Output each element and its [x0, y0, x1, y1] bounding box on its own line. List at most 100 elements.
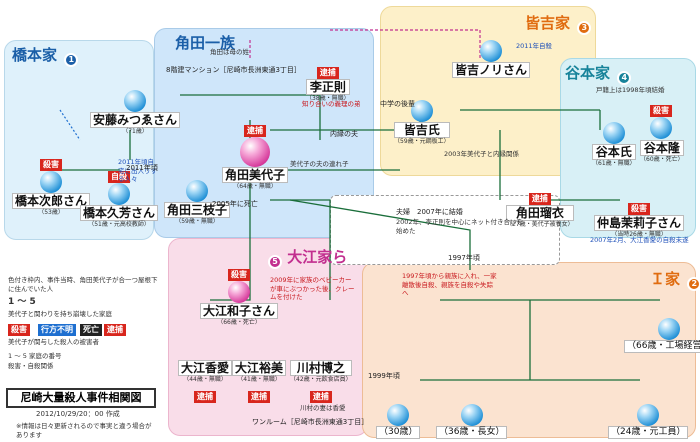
person-info: （当時26歳・無職） [611, 231, 667, 238]
tanimoto-note: 戸籍上は1998年頃結婚 [596, 86, 665, 94]
avatar [410, 100, 433, 122]
person-oe-kaai[interactable]: 大江香愛 （44歳・無職） 逮捕 [178, 360, 233, 403]
person-info: （60歳・死亡） [640, 156, 684, 163]
label-year-2005: 2005年に死亡 [212, 200, 258, 208]
person-hashimoto-hisayoshi[interactable]: 自殺 橋本久芳さん （51歳・元高校教師） [80, 164, 159, 229]
person-sumida-mieko[interactable]: 角田三枝子 （59歳・無職） [164, 180, 231, 226]
family-title-i: Ｉ家 2 [650, 268, 700, 291]
person-name: 大江裕美 [232, 360, 287, 376]
oe-note: 2009年に家族のベビーカーが車にぶつかった後、クレームを付けた [270, 276, 355, 301]
person-i-24[interactable]: （24歳・元工員） [608, 404, 689, 439]
person-name: 川村博之 [290, 360, 352, 376]
badge-taiho-kaai: 逮捕 [194, 391, 216, 403]
person-name: 仲島茉莉子さん [594, 215, 685, 231]
rinori-note: 知り合いの義理の弟 [302, 100, 361, 108]
person-nakashima-mariko[interactable]: 殺害 仲島茉莉子さん （当時26歳・無職） [594, 196, 685, 239]
person-info: （59歳・元鋼板工） [394, 138, 450, 145]
person-rinori[interactable]: 逮捕 李正則 （38歳・無職） [306, 60, 350, 103]
sumida-family-note: 角田は母の姓 [210, 48, 249, 56]
person-i-66[interactable]: （66歳・工場経営） [624, 318, 700, 353]
person-name: 谷本氏 [592, 144, 636, 160]
person-name: 皆吉氏 [394, 122, 450, 138]
legend-3: 美代子と関わりを持ち崩壊した家庭 [8, 310, 112, 318]
legend-1: 色付き枠内、事件当時、角田美代子が合一つ屋根下に住んでいた人 [8, 276, 158, 293]
sumida-note: 美代子の夫の連れ子 [290, 160, 349, 168]
legend-6: 1 ～ 5 家庭の番号 [8, 352, 62, 360]
person-minayoshi-nori[interactable]: 皆吉ノリさん [452, 40, 531, 78]
avatar [657, 318, 680, 340]
badge-taiho-kawamura: 逮捕 [309, 391, 332, 403]
person-tanimoto[interactable]: 谷本氏 （61歳・無職） [592, 122, 636, 168]
diagram-title: 尼崎大量殺人事件相関図 [20, 391, 142, 404]
badge-taiho-mizue: 逮捕 [528, 193, 551, 205]
avatar [228, 281, 251, 303]
badge-sakugai-jiro: 殺害 [40, 159, 63, 171]
person-info: （71歳） [122, 128, 148, 135]
family-title-oe: 5 大江家ら [268, 246, 347, 269]
avatar [602, 122, 625, 144]
line-miyoko-oe [210, 170, 251, 301]
avatar [124, 90, 147, 112]
title-box: 尼崎大量殺人事件相関図 [6, 388, 156, 408]
legend-badge-fumei: 行方不明 [38, 324, 76, 336]
nakashima-note: 2007年2月、大江香愛の自殺未遂 [590, 236, 689, 244]
family-title-sumida: 角田一族 [175, 34, 236, 52]
label-year-2007: 夫婦 2007年に結婚 [396, 208, 463, 216]
person-sumida-mizue[interactable]: 逮捕 角田瑠衣 （27歳・美代子被養女） [506, 186, 574, 229]
person-info: （41歳・無職） [237, 376, 281, 383]
label-one-room: ワンルーム［尼崎市長洲東通3丁目］ [252, 418, 369, 426]
person-miyoko[interactable]: 逮捕 角田美代子 （64歳・無職） [222, 118, 289, 191]
family-title-hashimoto: 橋本家 1 [12, 44, 79, 67]
person-info: （27歳・美代子被養女） [506, 221, 574, 228]
label-year-1997: 1997年頃 [448, 254, 480, 262]
avatar [480, 40, 503, 62]
hashimoto-note: 2011年頃自宅に出入りする人々 [118, 158, 157, 183]
line-dash-top [330, 29, 481, 60]
person-name: （30歳） [376, 426, 421, 439]
person-info: （44歳・無職） [183, 376, 227, 383]
person-name: 橋本久芳さん [80, 205, 159, 221]
person-name: 角田三枝子 [164, 202, 231, 218]
badge-sakugai-mariko: 殺害 [628, 203, 651, 215]
person-hashimoto-jiro[interactable]: 殺害 橋本次郎さん （53歳） [12, 152, 91, 217]
badge-jisatsu-hisayoshi: 自殺 [108, 171, 131, 183]
person-name: （24歳・元工員） [608, 426, 689, 439]
person-oe-kazuko[interactable]: 殺害 大江和子さん （66歳・死亡） [200, 262, 279, 327]
person-name: 李正則 [306, 79, 350, 95]
person-minayoshi[interactable]: 皆吉氏 （59歳・元鋼板工） [394, 100, 450, 146]
person-name: 大江香愛 [178, 360, 233, 376]
person-name: 皆吉ノリさん [452, 62, 531, 78]
person-info: （38歳・無職） [306, 95, 350, 102]
line-miyoko-i [289, 199, 471, 270]
person-oe-yumi[interactable]: 大江裕美 （41歳・無職） 逮捕 [232, 360, 287, 403]
label-first-encounter: 中学の後輩 [380, 100, 415, 108]
person-kawamura[interactable]: 川村博之 （42歳・元飲食店員） 逮捕 [290, 360, 352, 403]
region-oe [168, 238, 368, 436]
label-mansion: 8階建マンション［尼崎市長洲東通3丁目］ [166, 66, 301, 74]
person-ando-misuko[interactable]: 安藤みつゑさん （71歳） [90, 90, 181, 136]
minayoshi-note: 2003年美代子と内縁関係 [444, 150, 520, 158]
person-name: 角田美代子 [222, 167, 289, 183]
family-note: 2002年、李正則を中心にネット付き合いを始めた [396, 218, 524, 235]
avatar [387, 404, 410, 426]
person-i-30[interactable]: （30歳） [376, 404, 421, 439]
person-info: （51歳・元高校教師） [88, 221, 150, 228]
family-title-minayoshi: 皆吉家 3 [525, 12, 592, 35]
avatar [650, 117, 672, 139]
person-info: （53歳） [38, 209, 64, 216]
person-tanimoto-taka[interactable]: 殺害 [650, 98, 672, 139]
avatar [40, 171, 63, 193]
legend-5: 殺害・自殺関係 [8, 362, 54, 370]
family-title-tanimoto: 谷本家 4 [565, 62, 632, 85]
person-tanimoto-taka-label: 谷本隆 （60歳・死亡） [640, 140, 684, 164]
legend-badge-shibo: 死亡 [80, 324, 102, 336]
person-name: 橋本次郎さん [12, 193, 91, 209]
person-i-36[interactable]: （36歳・長女） [436, 404, 508, 439]
badge-taiho-yumi: 逮捕 [248, 391, 270, 403]
legend-badge-taiho: 逮捕 [104, 324, 126, 336]
person-name: （36歳・長女） [436, 426, 508, 439]
line-dash-hashimoto [59, 109, 81, 141]
person-name: 角田瑠衣 [506, 205, 574, 221]
